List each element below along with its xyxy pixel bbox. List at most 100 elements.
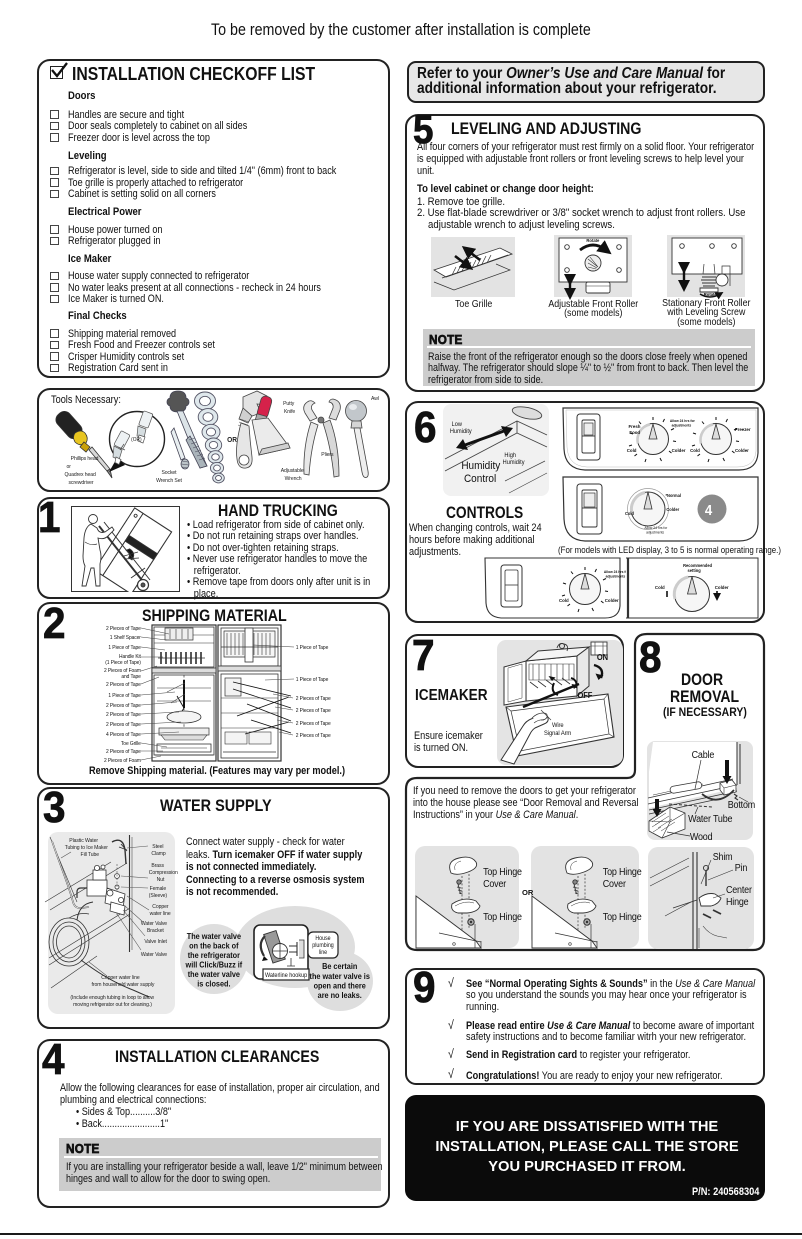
svg-text:(Sleeve): (Sleeve) xyxy=(149,893,168,899)
svg-text:Allow 24 hrs for: Allow 24 hrs for xyxy=(670,419,696,423)
svg-text:Colder: Colder xyxy=(666,507,679,512)
svg-text:Handle Kit: Handle Kit xyxy=(119,654,141,660)
svg-text:Humidity: Humidity xyxy=(450,429,472,435)
svg-text:2 Pieces of Tape: 2 Pieces of Tape xyxy=(106,682,141,688)
svg-text:Fill Tube: Fill Tube xyxy=(81,852,100,858)
svg-text:The water valve: The water valve xyxy=(187,932,242,942)
svg-text:Top Hinge: Top Hinge xyxy=(483,867,522,879)
svg-text:(1 Piece of Tape): (1 Piece of Tape) xyxy=(105,660,141,666)
svg-text:Top Hinge: Top Hinge xyxy=(483,912,522,924)
svg-text:Colder: Colder xyxy=(605,598,619,603)
svg-text:2 Pieces of Tape: 2 Pieces of Tape xyxy=(296,696,331,702)
svg-text:Rotate: Rotate xyxy=(586,238,599,243)
svg-text:1 Shelf Spacer: 1 Shelf Spacer xyxy=(110,635,141,641)
svg-text:2 Pieces of Tape: 2 Pieces of Tape xyxy=(106,749,141,755)
svg-text:Humidity: Humidity xyxy=(461,459,501,472)
svg-text:is closed.: is closed. xyxy=(197,979,230,989)
svg-text:(Include enough tubing in loop: (Include enough tubing in loop to allow xyxy=(70,995,154,1001)
svg-text:Colder: Colder xyxy=(672,448,686,453)
svg-text:Humidity: Humidity xyxy=(503,460,525,466)
svg-text:plumbing: plumbing xyxy=(312,943,333,949)
svg-text:Wrench Set: Wrench Set xyxy=(156,478,182,484)
svg-text:the water valve is: the water valve is xyxy=(310,972,371,982)
svg-text:Phillips head: Phillips head xyxy=(71,456,99,462)
svg-text:2 Pieces of Tape: 2 Pieces of Tape xyxy=(106,712,141,718)
svg-text:Hinge: Hinge xyxy=(726,897,749,909)
svg-text:Cold: Cold xyxy=(627,448,637,453)
svg-text:2 Pieces of Foam: 2 Pieces of Foam xyxy=(104,668,142,674)
svg-text:House: House xyxy=(315,936,330,942)
svg-text:1 Piece of Tape: 1 Piece of Tape xyxy=(108,645,141,651)
svg-text:Rotate: Rotate xyxy=(704,292,717,297)
svg-text:2 Pieces of Tape: 2 Pieces of Tape xyxy=(106,626,141,632)
svg-text:Cold: Cold xyxy=(655,585,665,590)
svg-text:Cold: Cold xyxy=(625,511,634,516)
svg-text:Putty: Putty xyxy=(283,401,295,407)
svg-text:Signal Arm: Signal Arm xyxy=(544,730,571,737)
svg-text:4 Pieces of Tape: 4 Pieces of Tape xyxy=(106,732,141,738)
svg-text:will Click/Buzz if: will Click/Buzz if xyxy=(185,960,243,970)
svg-text:and Tape: and Tape xyxy=(121,674,141,680)
svg-text:Cold: Cold xyxy=(559,598,569,603)
svg-text:Awl: Awl xyxy=(371,396,379,402)
svg-text:OR: OR xyxy=(227,437,237,444)
svg-text:Compression: Compression xyxy=(149,870,178,876)
svg-text:screwdriver: screwdriver xyxy=(68,480,93,486)
svg-text:2 Pieces of Tape: 2 Pieces of Tape xyxy=(296,708,331,714)
svg-text:Allow 24 hrs for: Allow 24 hrs for xyxy=(644,526,668,530)
svg-text:Knife: Knife xyxy=(284,409,295,415)
svg-text:moving refrigerator out for cl: moving refrigerator out for cleaning.) xyxy=(73,1002,152,1008)
svg-text:Cover: Cover xyxy=(483,879,507,891)
svg-text:Colder: Colder xyxy=(715,585,729,590)
svg-text:1 Piece of Tape: 1 Piece of Tape xyxy=(108,693,141,699)
svg-text:2 Pieces of Tape: 2 Pieces of Tape xyxy=(296,733,331,739)
svg-text:Colder: Colder xyxy=(735,448,749,453)
svg-text:Steel: Steel xyxy=(152,844,163,850)
svg-text:Toe Grille: Toe Grille xyxy=(121,741,141,747)
svg-text:Control: Control xyxy=(464,472,496,485)
svg-text:the water valve: the water valve xyxy=(188,970,241,980)
svg-text:Low: Low xyxy=(452,422,463,428)
svg-text:2 Pieces of Tape: 2 Pieces of Tape xyxy=(106,703,141,709)
svg-text:Cable: Cable xyxy=(692,750,715,762)
svg-text:Be certain: Be certain xyxy=(322,962,357,972)
svg-text:Fresh: Fresh xyxy=(629,424,641,429)
svg-text:Quadrex head: Quadrex head xyxy=(65,472,96,478)
svg-text:Freezer: Freezer xyxy=(735,427,751,432)
svg-text:Female: Female xyxy=(150,886,167,892)
svg-text:Water Valve: Water Valve xyxy=(141,921,167,927)
svg-text:Wood: Wood xyxy=(690,832,713,844)
svg-text:setting: setting xyxy=(687,568,701,573)
svg-text:Copper water line: Copper water line xyxy=(101,975,139,981)
svg-text:OFF: OFF xyxy=(577,691,592,701)
svg-text:or: or xyxy=(66,464,71,470)
svg-text:Plastic Water: Plastic Water xyxy=(69,838,98,844)
svg-text:Bracket: Bracket xyxy=(147,928,164,934)
svg-text:Waterline hookup: Waterline hookup xyxy=(265,973,307,979)
svg-text:Pin: Pin xyxy=(735,863,747,875)
svg-text:Food: Food xyxy=(629,430,640,435)
svg-text:Clamp: Clamp xyxy=(151,851,165,857)
svg-text:open and there: open and there xyxy=(314,981,367,991)
svg-text:2 Pieces of Tape: 2 Pieces of Tape xyxy=(296,721,331,727)
svg-text:OR: OR xyxy=(522,888,534,897)
svg-text:are no leaks.: are no leaks. xyxy=(318,991,362,1001)
svg-text:ON: ON xyxy=(597,653,608,663)
svg-text:Wire: Wire xyxy=(552,722,564,729)
svg-text:4: 4 xyxy=(705,501,712,518)
svg-text:Top Hinge: Top Hinge xyxy=(603,912,642,924)
svg-text:the refrigerator: the refrigerator xyxy=(188,951,240,961)
svg-text:adjustments: adjustments xyxy=(672,423,692,427)
svg-text:Pliers: Pliers xyxy=(321,452,334,458)
svg-text:Tubing to Ice Maker: Tubing to Ice Maker xyxy=(65,845,108,851)
svg-text:(OR): (OR) xyxy=(131,437,142,443)
svg-text:Shim: Shim xyxy=(713,852,733,864)
svg-text:1 Piece of Tape: 1 Piece of Tape xyxy=(296,645,329,651)
svg-text:on the back of: on the back of xyxy=(189,941,239,951)
svg-text:Adjustable: Adjustable xyxy=(281,468,304,474)
svg-text:Nut: Nut xyxy=(157,877,165,883)
svg-text:1 Piece of Tape: 1 Piece of Tape xyxy=(296,677,329,683)
svg-text:Recommended: Recommended xyxy=(683,563,712,568)
svg-text:2 Pieces of Foam: 2 Pieces of Foam xyxy=(104,758,142,764)
svg-text:Wrench: Wrench xyxy=(285,476,302,482)
